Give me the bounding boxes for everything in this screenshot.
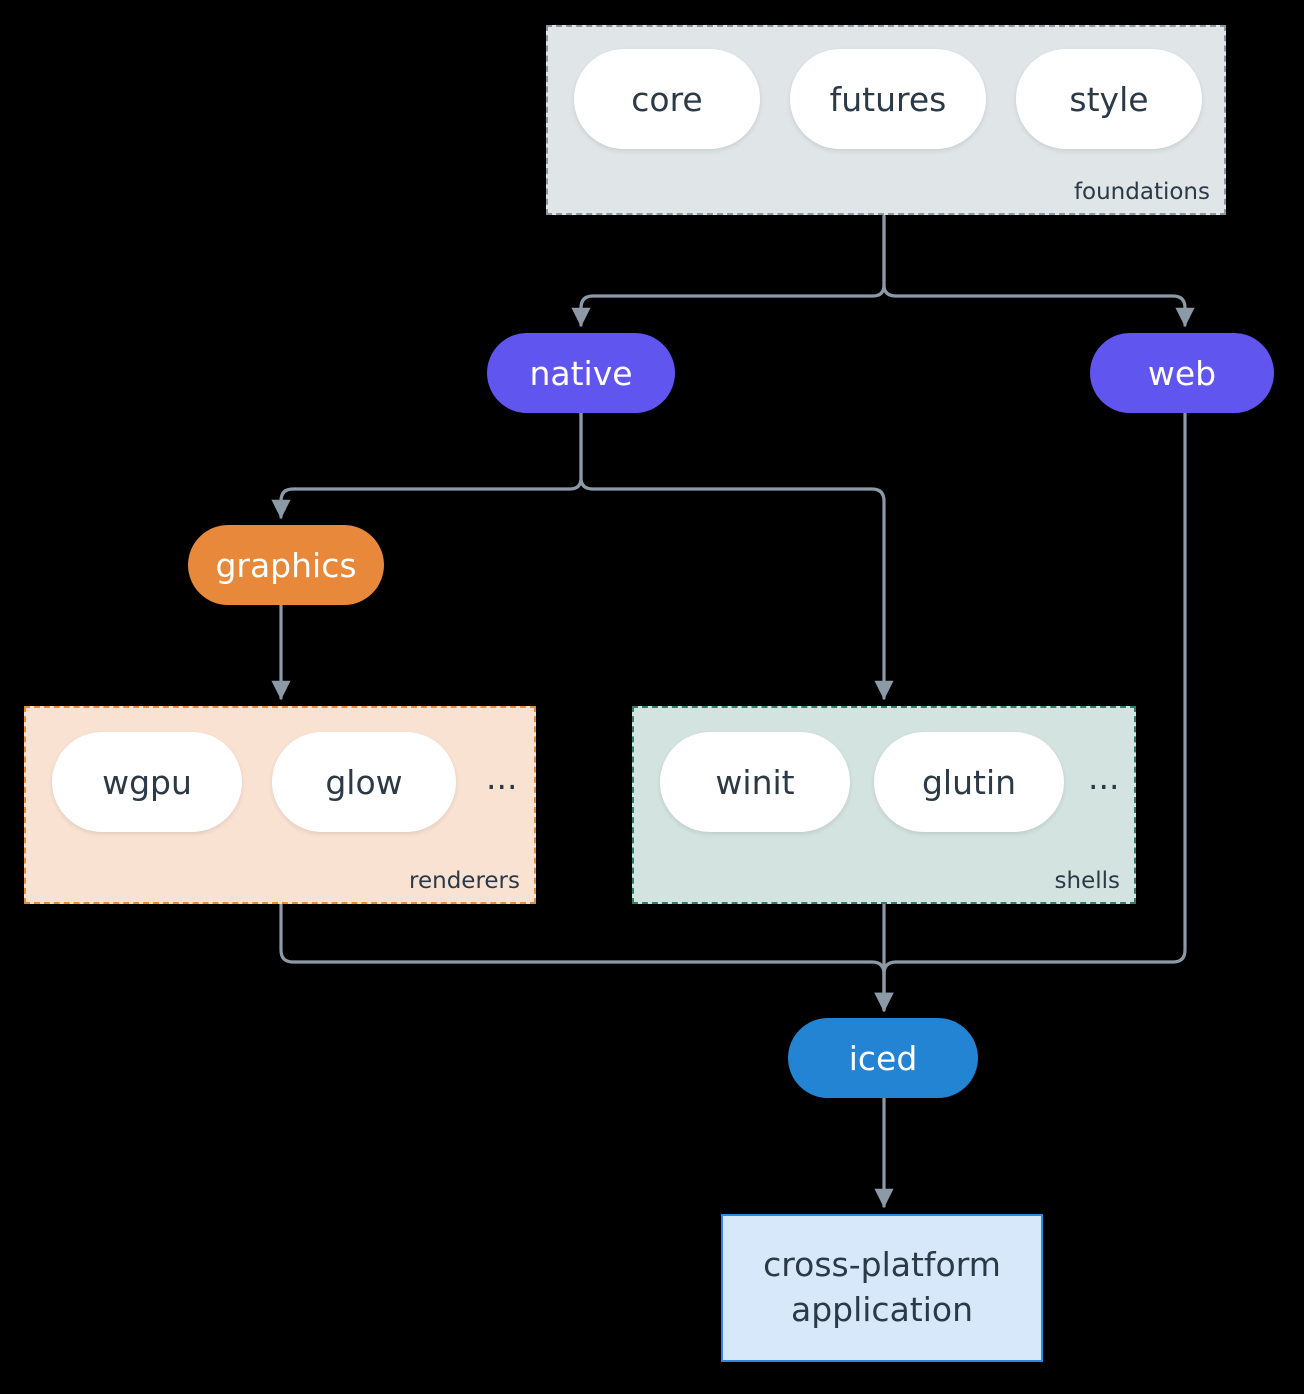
pill-glutin[interactable]: glutin: [874, 732, 1064, 832]
renderers-more-ellipsis: ...: [486, 757, 518, 797]
node-graphics[interactable]: graphics: [188, 525, 384, 605]
group-renderers: wgpu glow ... renderers: [24, 706, 536, 904]
edge-native-graphics: [271, 411, 583, 519]
pill-glutin-label: glutin: [921, 762, 1017, 802]
node-web-label: web: [1147, 353, 1217, 393]
edge-native-shells: [579, 411, 894, 700]
node-native-label: native: [529, 353, 633, 393]
pill-winit-label: winit: [715, 762, 795, 802]
node-native[interactable]: native: [487, 333, 675, 413]
application-label-line2: application: [790, 1290, 974, 1329]
pill-futures-label: futures: [829, 79, 947, 119]
pill-futures[interactable]: futures: [790, 49, 986, 149]
group-shells-label: shells: [1054, 868, 1120, 894]
node-iced-label: iced: [848, 1038, 918, 1078]
node-web[interactable]: web: [1090, 333, 1274, 413]
pill-winit[interactable]: winit: [660, 732, 850, 832]
pill-core[interactable]: core: [574, 49, 760, 149]
group-foundations: core futures style foundations: [546, 25, 1226, 215]
shells-pill-row: winit glutin ...: [660, 732, 1119, 832]
application-label-line1: cross-platform: [763, 1245, 1001, 1285]
foundations-pill-row: core futures style: [574, 49, 1202, 149]
group-shells: winit glutin ... shells: [632, 706, 1136, 904]
pill-style[interactable]: style: [1016, 49, 1202, 149]
pill-glow-label: glow: [325, 762, 403, 802]
pill-glow[interactable]: glow: [272, 732, 456, 832]
group-renderers-label: renderers: [409, 868, 520, 894]
renderers-pill-row: wgpu glow ...: [52, 732, 517, 832]
node-graphics-label: graphics: [215, 545, 357, 585]
pill-wgpu[interactable]: wgpu: [52, 732, 242, 832]
pill-style-label: style: [1069, 79, 1149, 119]
pill-wgpu-label: wgpu: [102, 762, 192, 802]
edge-renderers-iced: [279, 902, 894, 1012]
pill-core-label: core: [631, 79, 703, 119]
edge-foundations-web: [882, 214, 1195, 327]
group-foundations-label: foundations: [1073, 179, 1210, 205]
node-cross-platform-application[interactable]: cross-platform application: [721, 1214, 1043, 1362]
shells-more-ellipsis: ...: [1088, 757, 1120, 797]
edge-foundations-native: [571, 214, 886, 327]
node-iced[interactable]: iced: [788, 1018, 978, 1098]
